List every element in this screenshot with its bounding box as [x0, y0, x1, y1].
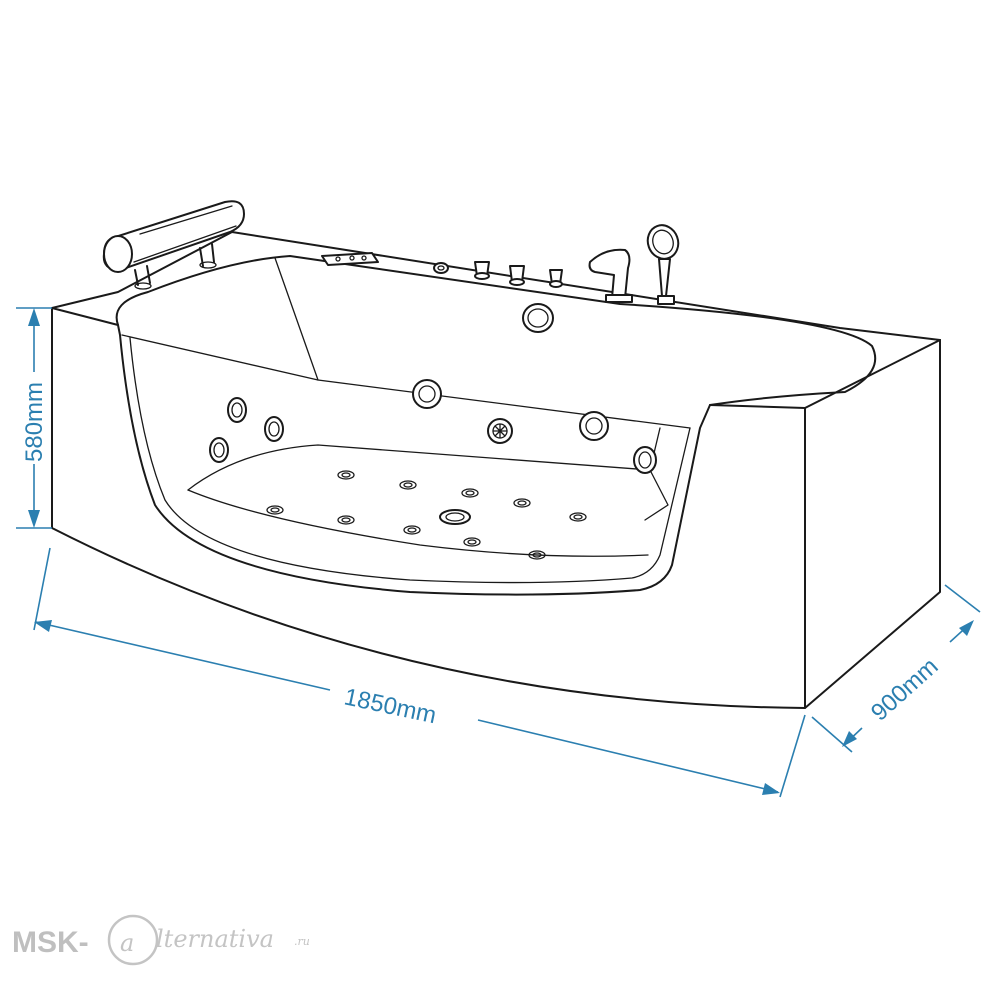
- watermark-script: lternativa: [156, 925, 274, 953]
- bathtub-body: [51, 231, 941, 709]
- floor-drain: [439, 509, 471, 525]
- wall-jet: [633, 446, 657, 474]
- svg-text:a: a: [120, 929, 134, 957]
- watermark: MSK- a lternativa .ru: [12, 914, 310, 966]
- floor-jet: [463, 537, 481, 547]
- height-dimension: 580mm: [16, 307, 52, 529]
- wall-jet: [209, 437, 229, 463]
- wall-jet: [412, 379, 442, 409]
- watermark-logo: a: [107, 914, 159, 966]
- suction-grid: [487, 418, 513, 444]
- overflow-drain: [522, 303, 554, 333]
- hand-shower: [646, 224, 680, 305]
- width-dimension: 900mm: [811, 584, 981, 753]
- length-label: 1850mm: [342, 683, 439, 729]
- length-dimension: 1850mm: [33, 547, 806, 798]
- width-label: 900mm: [866, 653, 944, 727]
- wall-jet: [227, 397, 247, 423]
- floor-jet: [337, 470, 355, 480]
- wall-jet: [579, 411, 609, 441]
- floor-jet: [266, 505, 284, 515]
- bath-faucet: [588, 248, 633, 303]
- floor-jet: [569, 512, 587, 522]
- watermark-prefix: MSK-: [12, 926, 89, 959]
- floor-jet: [337, 515, 355, 525]
- floor-jet: [399, 480, 417, 490]
- height-label: 580mm: [21, 382, 48, 462]
- floor-jets: [266, 470, 587, 560]
- floor-jet: [513, 498, 531, 508]
- floor-jet: [528, 550, 546, 560]
- floor-jet: [461, 488, 479, 498]
- valve-knobs: [433, 261, 563, 288]
- wall-jets: [209, 379, 657, 474]
- watermark-suffix: .ru: [294, 935, 310, 948]
- control-panel: [321, 252, 379, 266]
- wall-jet: [264, 416, 284, 442]
- floor-jet: [403, 525, 421, 535]
- headrest: [102, 200, 245, 290]
